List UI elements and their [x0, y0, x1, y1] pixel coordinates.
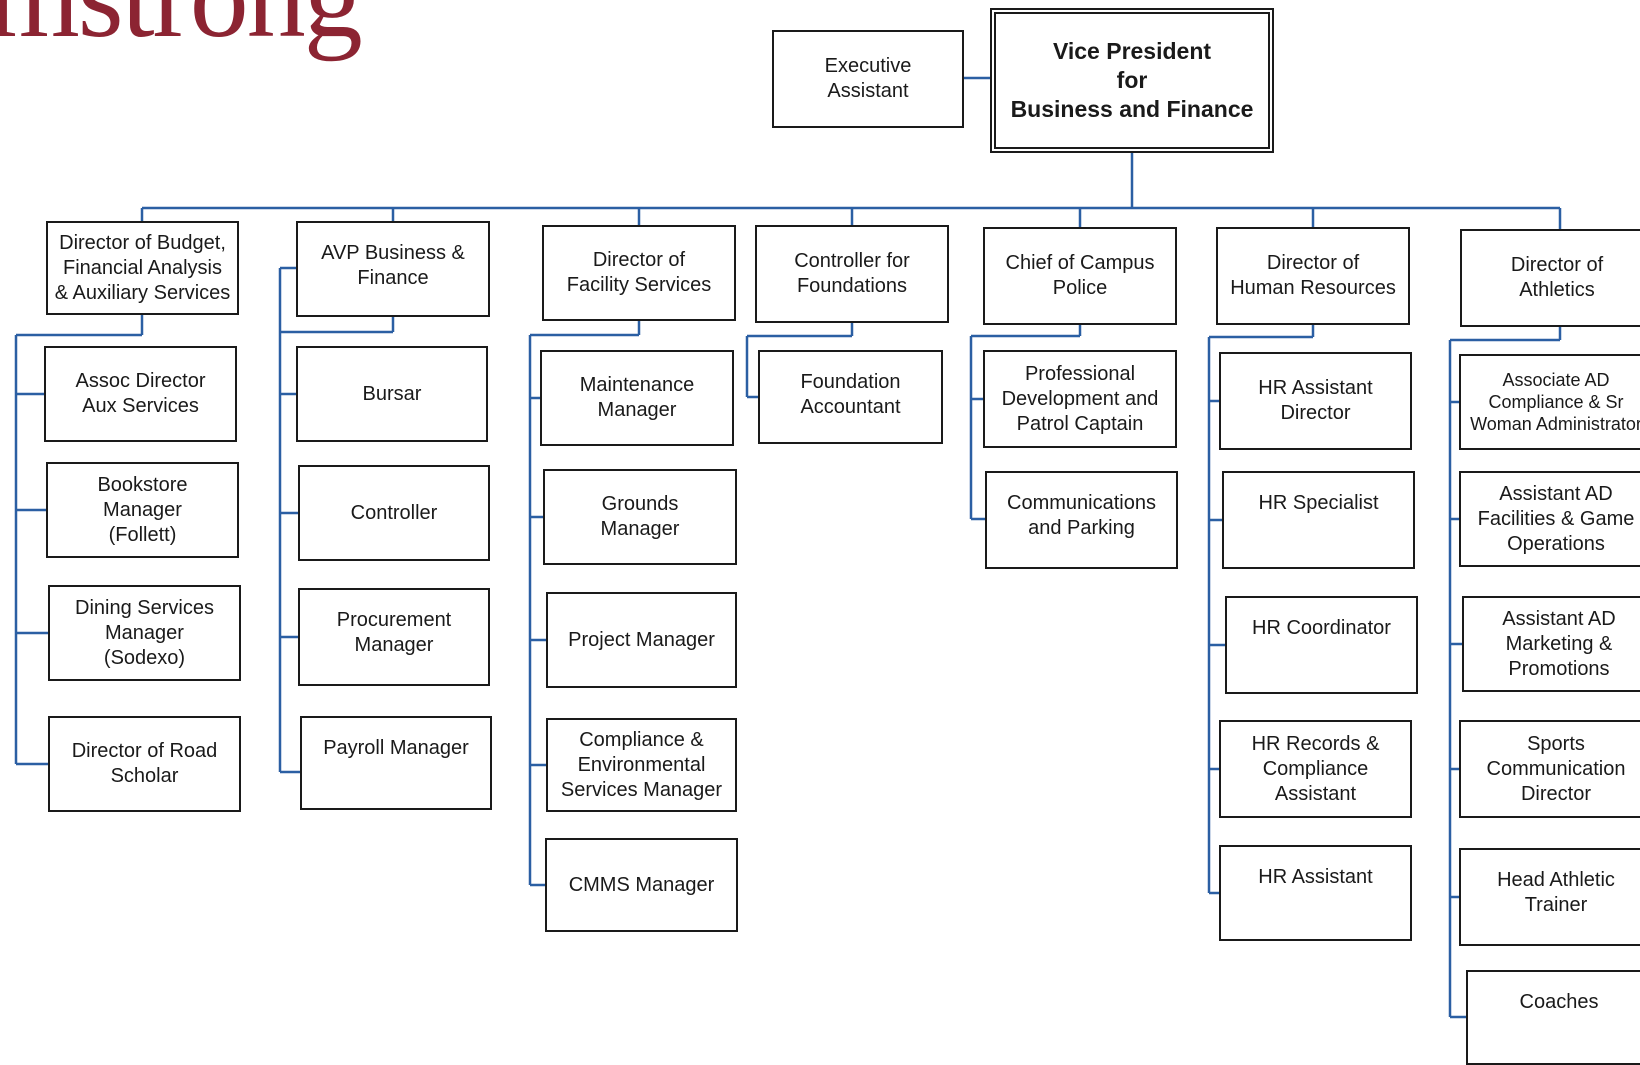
report-assistant-ad-marketing: Assistant AD Marketing & Promotions — [1462, 596, 1640, 692]
report-cmms-manager: CMMS Manager — [545, 838, 738, 932]
report-head-athletic-trainer: Head Athletic Trainer — [1459, 848, 1640, 946]
dept-head-controller-foundations: Controller for Foundations — [755, 225, 949, 323]
dept-head-campus-police: Chief of Campus Police — [983, 227, 1177, 325]
report-bookstore-manager: Bookstore Manager (Follett) — [46, 462, 239, 558]
vp-business-finance-box: Vice President for Business and Finance — [990, 8, 1274, 153]
report-grounds-manager: Grounds Manager — [543, 469, 737, 565]
report-assistant-ad-facilities: Assistant AD Facilities & Game Operation… — [1459, 471, 1640, 567]
report-compliance-env-services-manager: Compliance & Environmental Services Mana… — [546, 718, 737, 812]
report-hr-assistant: HR Assistant — [1219, 845, 1412, 941]
report-project-manager: Project Manager — [546, 592, 737, 688]
report-controller: Controller — [298, 465, 490, 561]
report-patrol-captain: Professional Development and Patrol Capt… — [983, 350, 1177, 448]
report-maintenance-manager: Maintenance Manager — [540, 350, 734, 446]
report-communications-parking: Communications and Parking — [985, 471, 1178, 569]
dept-head-budget: Director of Budget, Financial Analysis &… — [46, 221, 239, 315]
report-director-road-scholar: Director of Road Scholar — [48, 716, 241, 812]
report-procurement-manager: Procurement Manager — [298, 588, 490, 686]
executive-assistant-box: Executive Assistant — [772, 30, 964, 128]
dept-head-athletics: Director of Athletics — [1460, 229, 1640, 327]
dept-head-facility-services: Director of Facility Services — [542, 225, 736, 321]
report-hr-records-compliance-assistant: HR Records & Compliance Assistant — [1219, 720, 1412, 818]
report-bursar: Bursar — [296, 346, 488, 442]
university-logo: mstrong — [0, 0, 363, 56]
report-payroll-manager: Payroll Manager — [300, 716, 492, 810]
report-associate-ad-compliance: Associate AD Compliance & Sr Woman Admin… — [1459, 354, 1640, 450]
report-hr-specialist: HR Specialist — [1222, 471, 1415, 569]
report-hr-assistant-director: HR Assistant Director — [1219, 352, 1412, 450]
dept-head-avp-business-finance: AVP Business & Finance — [296, 221, 490, 317]
report-coaches: Coaches — [1466, 970, 1640, 1065]
report-hr-coordinator: HR Coordinator — [1225, 596, 1418, 694]
report-dining-services-manager: Dining Services Manager (Sodexo) — [48, 585, 241, 681]
report-assoc-director-aux: Assoc Director Aux Services — [44, 346, 237, 442]
report-sports-communication-director: Sports Communication Director — [1459, 720, 1640, 818]
dept-head-human-resources: Director of Human Resources — [1216, 227, 1410, 325]
report-foundation-accountant: Foundation Accountant — [758, 350, 943, 444]
